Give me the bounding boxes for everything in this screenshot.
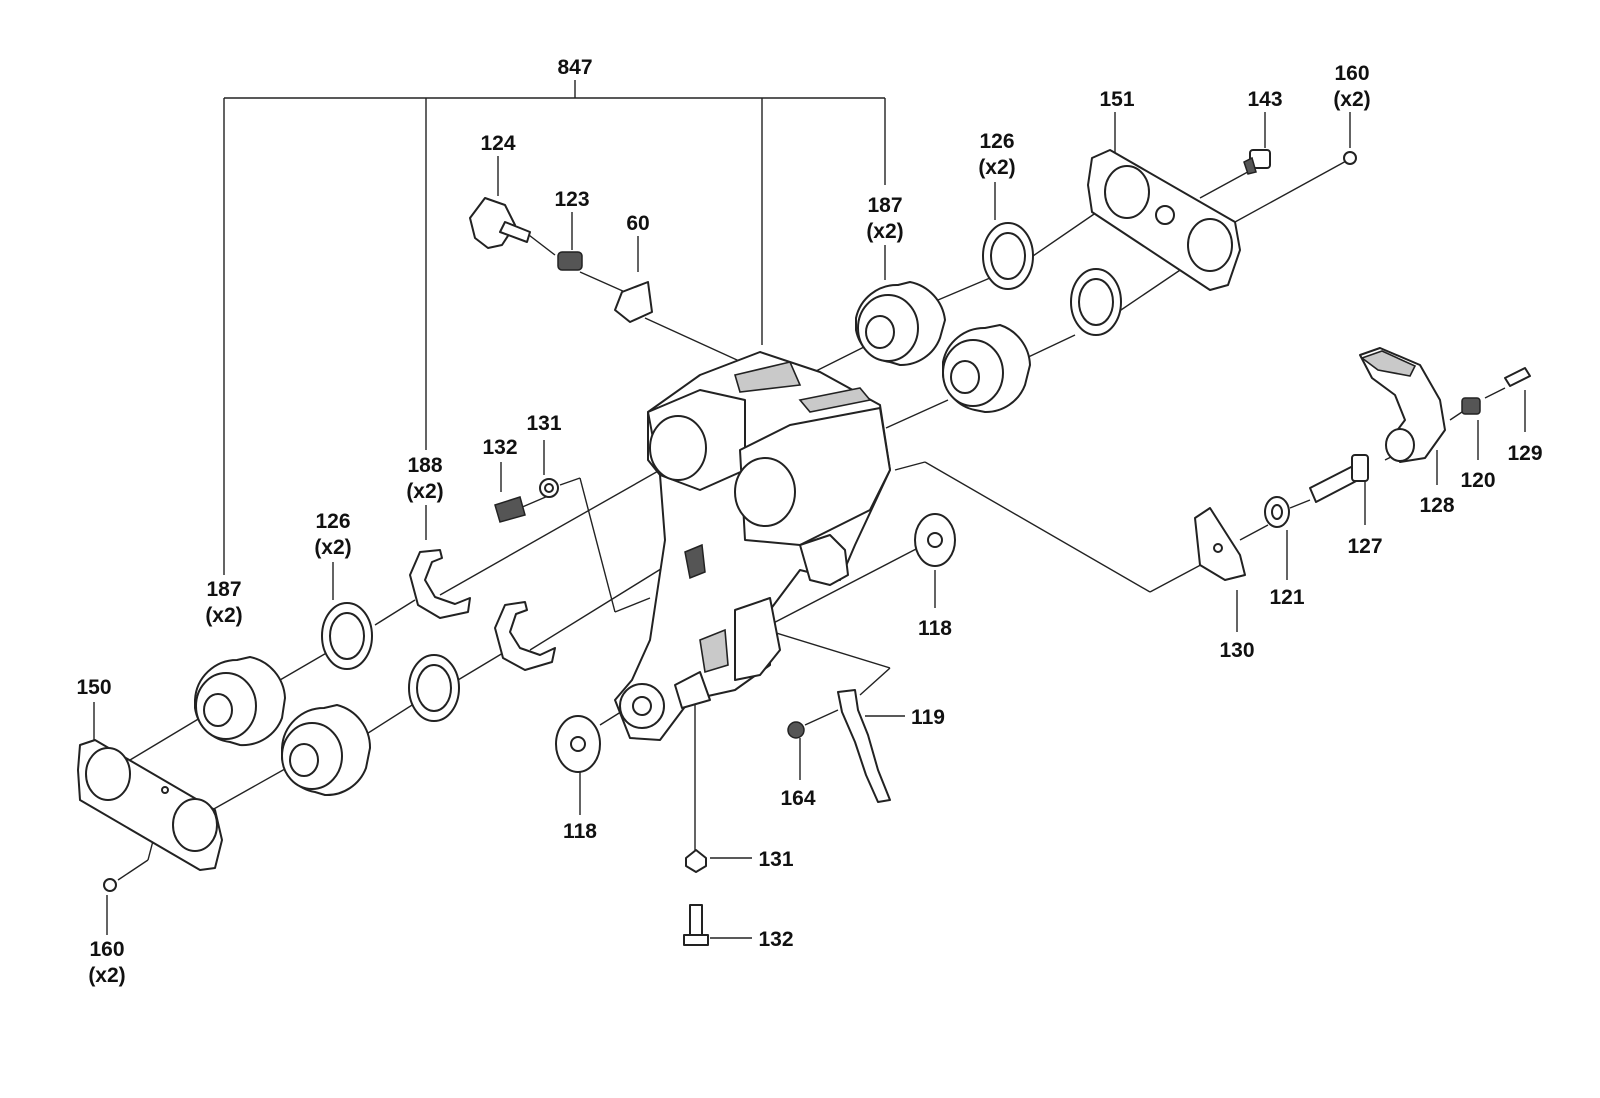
label-143: 143	[1247, 88, 1282, 111]
label-129: 129	[1507, 442, 1542, 465]
callout-labels: 847 124 123 60 187 (x2) 126 (x2) 151 143…	[76, 56, 1542, 987]
label-160-upper: 160	[1334, 62, 1369, 85]
label-128: 128	[1419, 494, 1454, 517]
lower-left-assembly	[77, 478, 559, 892]
label-160-lower-qty: (x2)	[88, 964, 125, 987]
label-131-upper: 131	[526, 412, 561, 435]
label-160-lower: 160	[89, 938, 124, 961]
label-132-upper: 132	[482, 436, 517, 459]
label-124: 124	[480, 132, 515, 155]
label-151: 151	[1099, 88, 1134, 111]
label-132-lower: 132	[758, 928, 793, 951]
label-131-lower: 131	[758, 848, 793, 871]
label-126-lower: 126	[315, 510, 350, 533]
label-130: 130	[1219, 639, 1254, 662]
label-160-upper-qty: (x2)	[1333, 88, 1370, 111]
label-187-upper-qty: (x2)	[866, 220, 903, 243]
label-187-lower: 187	[206, 578, 241, 601]
label-847: 847	[557, 56, 592, 79]
label-126-upper: 126	[979, 130, 1014, 153]
label-187-upper: 187	[867, 194, 902, 217]
label-126-upper-qty: (x2)	[978, 156, 1015, 179]
label-60: 60	[626, 212, 649, 235]
label-118-left: 118	[563, 820, 597, 843]
label-164: 164	[780, 787, 815, 810]
label-150: 150	[76, 676, 111, 699]
leader-lines	[93, 80, 1526, 939]
label-123: 123	[554, 188, 589, 211]
label-119: 119	[911, 706, 945, 729]
knob-group	[469, 197, 653, 323]
upper-right-assembly	[855, 149, 1357, 414]
label-126-lower-qty: (x2)	[314, 536, 351, 559]
label-118-right: 118	[918, 617, 952, 640]
bottom-hardware	[683, 689, 891, 946]
label-127: 127	[1347, 535, 1382, 558]
housing	[614, 351, 891, 741]
label-120: 120	[1460, 469, 1495, 492]
label-188-qty: (x2)	[406, 480, 443, 503]
lever-group	[1194, 347, 1531, 581]
label-187-lower-qty: (x2)	[205, 604, 242, 627]
label-121: 121	[1269, 586, 1304, 609]
washers-118	[555, 513, 956, 773]
label-188: 188	[407, 454, 442, 477]
